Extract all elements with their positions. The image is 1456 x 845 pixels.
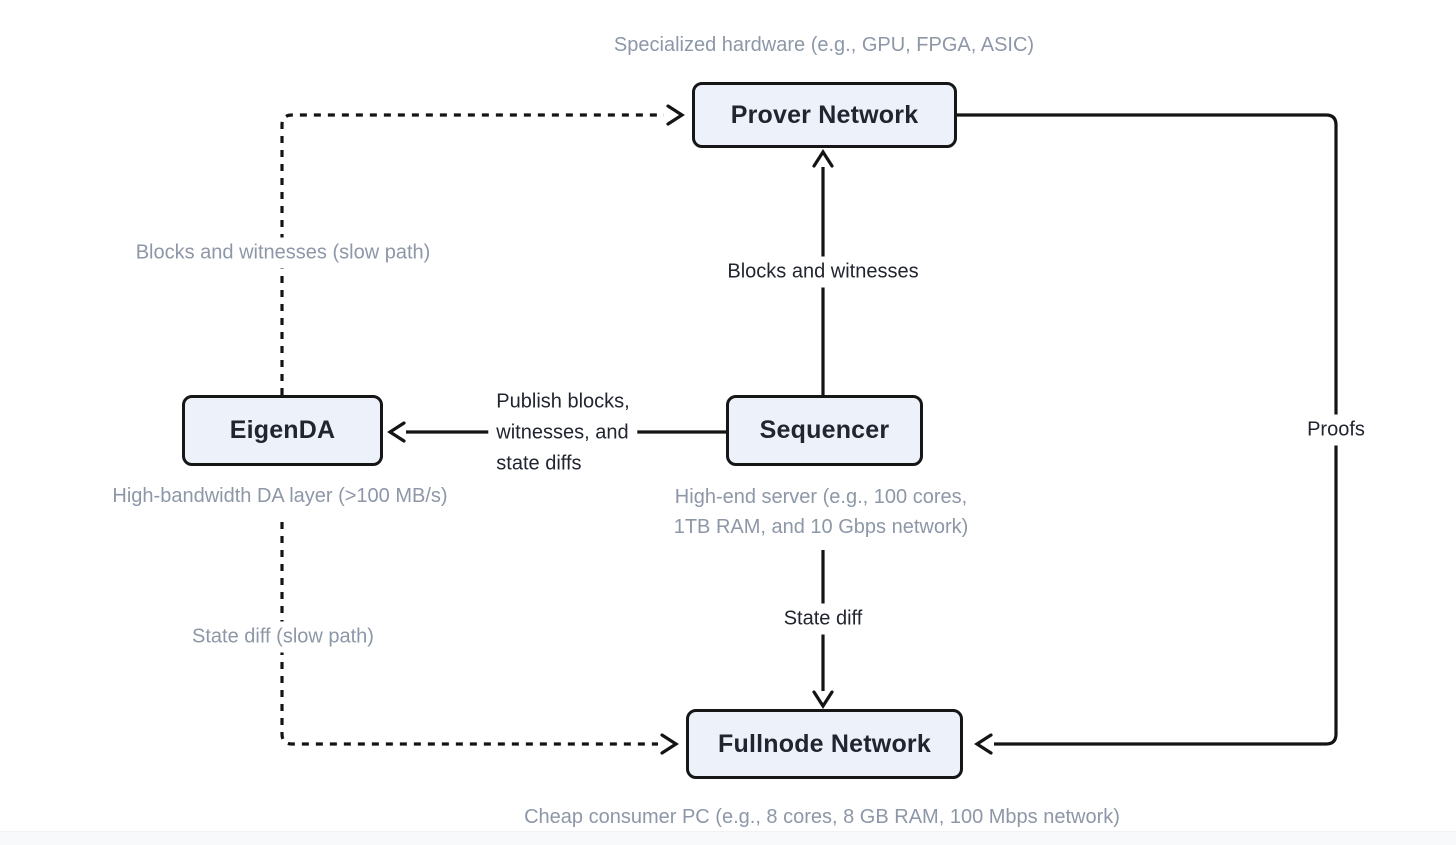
caption-sequencer-hardware-line2: 1TB RAM, and 10 Gbps network): [673, 516, 969, 538]
arrowhead-sequencer-to-fullnode: [812, 690, 834, 709]
edge-eigenda-to-prover: [280, 113, 664, 395]
edge-label-blocks-and-witnesses: Blocks and witnesses: [719, 256, 927, 288]
node-sequencer: Sequencer: [726, 395, 923, 466]
node-fullnode-network: Fullnode Network: [686, 709, 963, 779]
node-eigenda-label: EigenDA: [229, 416, 336, 444]
edge-label-state-diff: State diff: [775, 603, 871, 635]
arrowhead-prover-to-fullnode: [974, 733, 993, 755]
edge-label-publish-blocks-line2: witnesses, and: [496, 421, 629, 444]
footer-strip: [0, 831, 1456, 845]
caption-prover-hardware: Specialized hardware (e.g., GPU, FPGA, A…: [613, 34, 1035, 56]
arrowhead-sequencer-to-prover: [812, 149, 834, 168]
edge-eigenda-to-fullnode: [280, 522, 658, 746]
edge-prover-to-fullnode: [957, 113, 1338, 746]
node-fullnode-network-label: Fullnode Network: [718, 729, 931, 758]
node-prover-network-label: Prover Network: [730, 100, 919, 129]
arrowhead-eigenda-to-fullnode: [660, 733, 679, 755]
edge-label-blocks-witnesses-slow-path: Blocks and witnesses (slow path): [127, 237, 439, 269]
arrowhead-sequencer-to-eigenda: [387, 421, 406, 443]
caption-sequencer-hardware-line1: High-end server (e.g., 100 cores,: [674, 486, 968, 508]
edge-label-publish-blocks: Publish blocks, witnesses, and state dif…: [488, 383, 638, 483]
node-prover-network: Prover Network: [692, 82, 957, 148]
edge-label-publish-blocks-line3: state diffs: [496, 452, 582, 475]
caption-fullnode-hardware: Cheap consumer PC (e.g., 8 cores, 8 GB R…: [524, 806, 1120, 828]
node-eigenda: EigenDA: [182, 395, 383, 466]
edge-label-publish-blocks-line1: Publish blocks,: [496, 390, 630, 413]
caption-eigenda-hardware: High-bandwidth DA layer (>100 MB/s): [112, 485, 448, 507]
edge-label-state-diff-slow-path: State diff (slow path): [184, 621, 382, 653]
edge-label-proofs: Proofs: [1299, 414, 1373, 446]
arrowhead-eigenda-to-prover: [666, 104, 685, 126]
node-sequencer-label: Sequencer: [759, 416, 890, 444]
caption-sequencer-hardware: High-end server (e.g., 100 cores, 1TB RA…: [674, 482, 969, 542]
